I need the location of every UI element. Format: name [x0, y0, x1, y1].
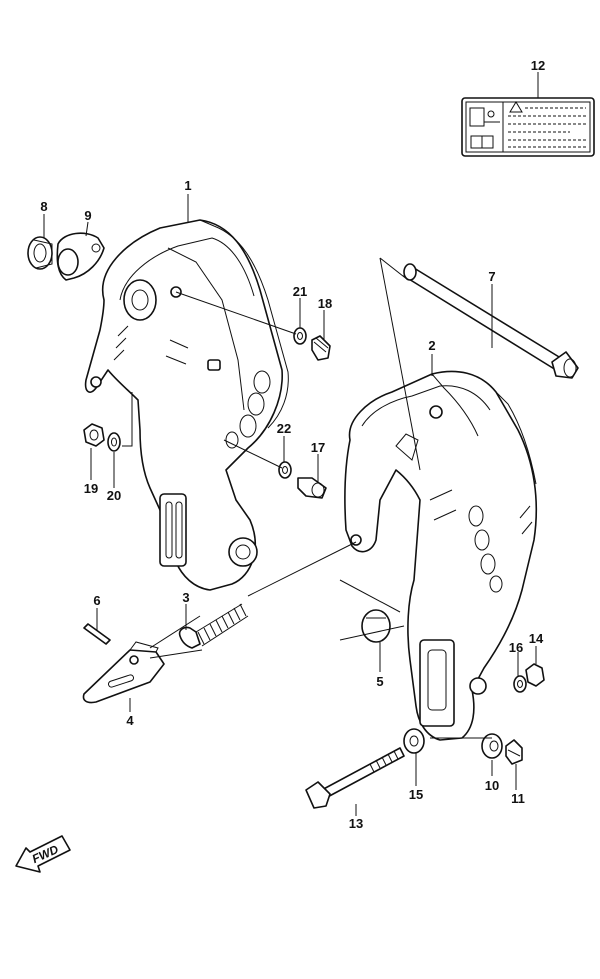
long-bolt [305, 747, 405, 809]
bolt-17 [297, 477, 327, 499]
washer-21 [293, 327, 307, 345]
callout-1: 1 [184, 178, 191, 193]
callout-22: 22 [277, 421, 291, 436]
spring [178, 603, 249, 649]
callout-leaders [43, 72, 539, 816]
pin [83, 623, 111, 645]
bolt-18 [311, 335, 331, 361]
nut-14 [525, 663, 545, 687]
warning-label [461, 97, 595, 157]
bushing [27, 236, 53, 270]
callout-20: 20 [107, 488, 121, 503]
plug-cap [361, 609, 391, 643]
callout-17: 17 [311, 440, 325, 455]
callout-11: 11 [511, 791, 525, 806]
callout-5: 5 [376, 674, 383, 689]
callout-12: 12 [531, 58, 545, 73]
callout-4: 4 [126, 713, 134, 728]
bolt-11 [505, 739, 523, 765]
washer-20 [107, 432, 121, 452]
callout-13: 13 [349, 816, 363, 831]
fwd-arrow-icon: FWD [15, 835, 71, 873]
callout-21: 21 [293, 284, 307, 299]
nut-19 [83, 423, 105, 447]
warning-triangle-icon [509, 101, 523, 113]
callout-labels: 1 2 3 4 5 6 7 8 9 10 11 12 13 14 15 16 1… [40, 58, 545, 831]
callout-10: 10 [485, 778, 499, 793]
washer-16 [513, 675, 527, 693]
callout-8: 8 [40, 199, 47, 214]
callout-15: 15 [409, 787, 423, 802]
clamp-bracket-left [84, 219, 289, 591]
manual-icon [469, 107, 485, 127]
callout-9: 9 [84, 208, 91, 223]
callout-16: 16 [509, 640, 523, 655]
callout-2: 2 [428, 338, 435, 353]
callout-7: 7 [488, 269, 495, 284]
clamp-bracket-right [344, 370, 538, 741]
callout-18: 18 [318, 296, 332, 311]
lever [82, 641, 165, 704]
assembly-guides [122, 257, 492, 739]
callout-3: 3 [182, 590, 189, 605]
callout-14: 14 [529, 631, 544, 646]
washer-15 [403, 728, 425, 754]
collar-plate [56, 232, 105, 281]
spacer-10 [481, 733, 503, 759]
washer-22 [278, 461, 292, 479]
callout-6: 6 [93, 593, 100, 608]
callout-19: 19 [84, 481, 98, 496]
tilt-tube [403, 263, 579, 379]
